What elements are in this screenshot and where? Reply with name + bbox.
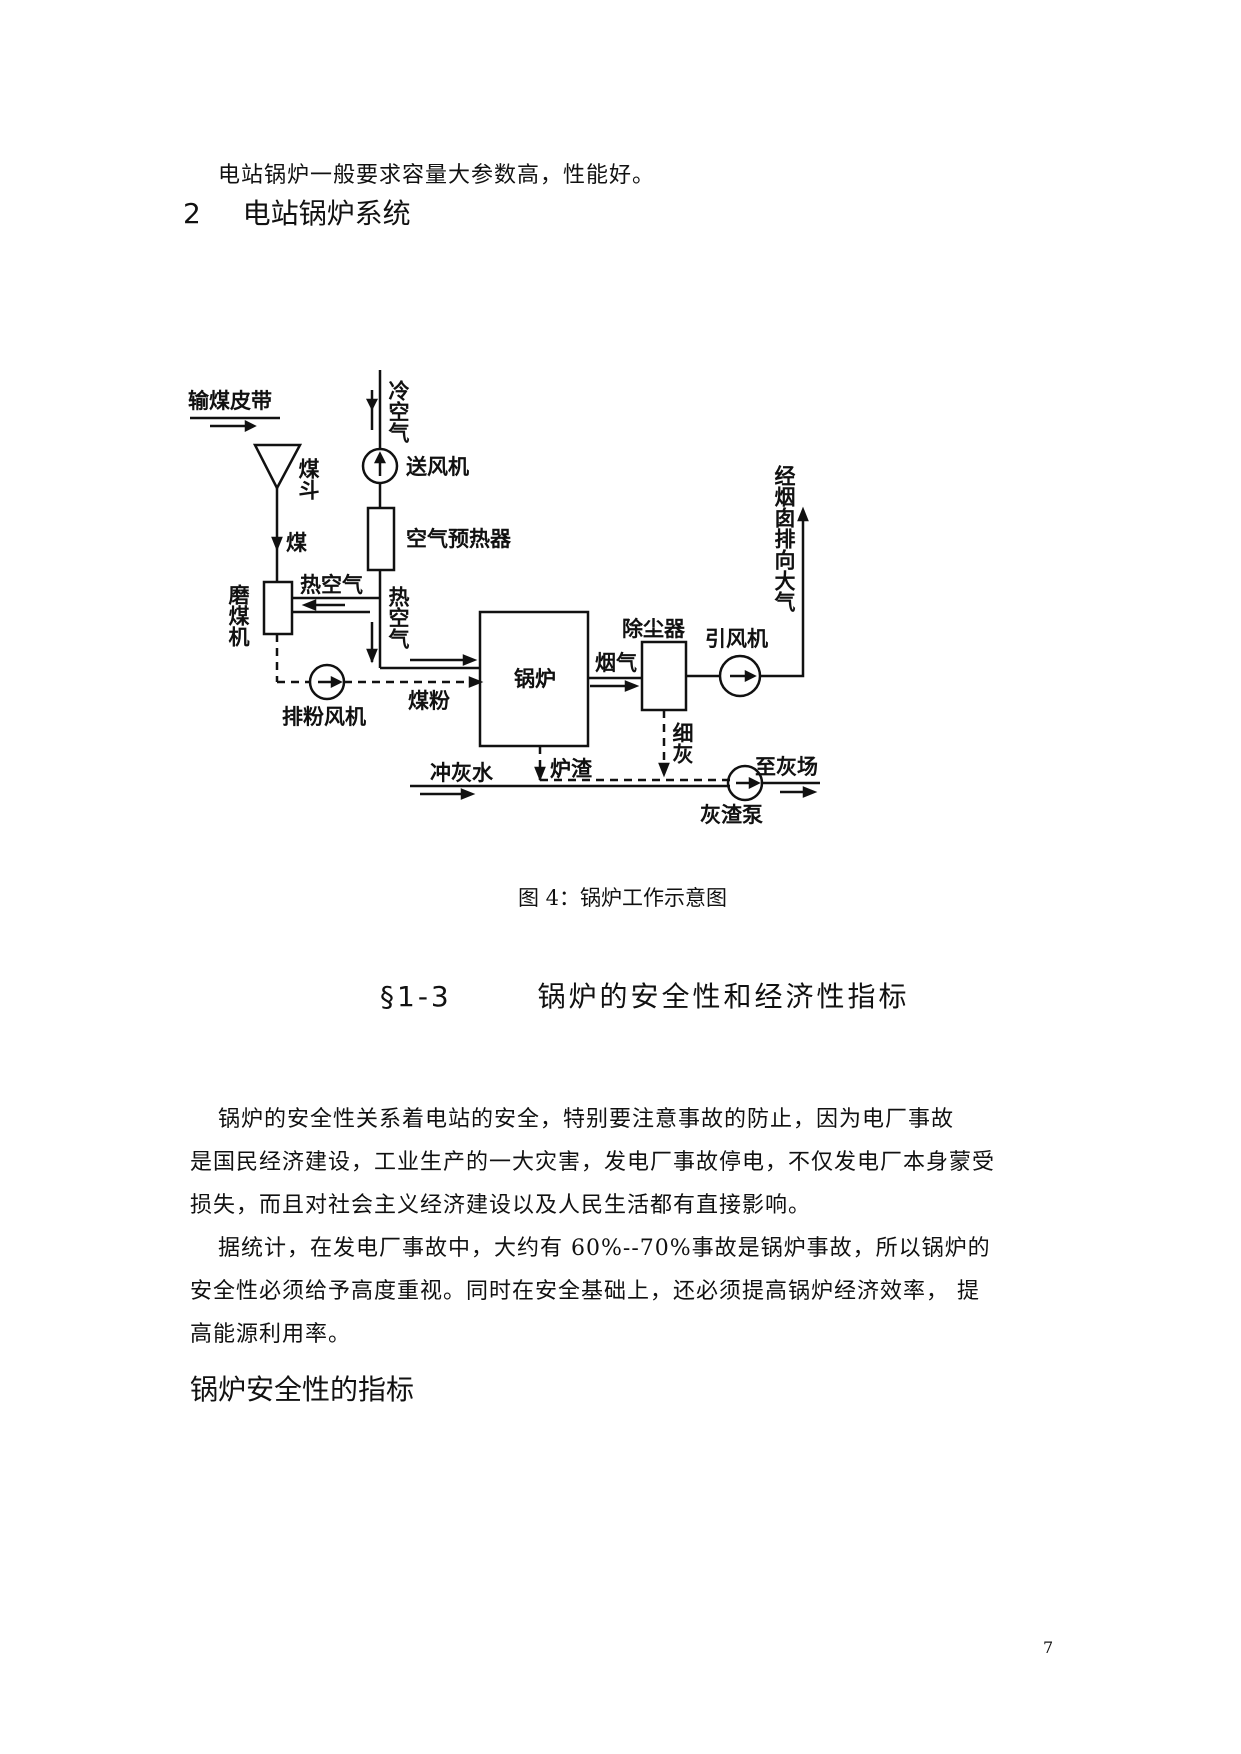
label-hot-air-v: 热空气 <box>386 585 411 649</box>
to-ash-yard-arrowhead <box>802 786 818 798</box>
flush-water-arrowhead <box>460 788 476 800</box>
section-number: 2 <box>183 197 201 230</box>
label-furnace-slag: 炉渣 <box>550 757 593 781</box>
chimney-line <box>760 510 805 678</box>
label-boiler: 锅炉 <box>514 667 556 691</box>
label-pulverized-coal: 煤粉 <box>408 689 450 713</box>
label-coal: 煤 <box>286 531 307 555</box>
label-exhaust-fan: 排粉风机 <box>282 705 366 729</box>
cold-air-arrowhead <box>365 398 379 411</box>
paragraph-1-line-2: 是国民经济建设，工业生产的一大灾害，发电厂事故停电，不仅发电厂本身蒙受 <box>190 1150 996 1175</box>
hot-air-arrowhead <box>301 599 317 611</box>
hot-air-vertical-arrowhead <box>366 648 378 664</box>
label-mill: 磨煤机 <box>226 584 250 648</box>
label-dust-collector: 除尘器 <box>622 617 686 641</box>
label-to-ash-yard: 至灰场 <box>755 755 818 779</box>
label-flush-water: 冲灰水 <box>430 761 494 785</box>
air-preheater-shape <box>366 506 396 572</box>
air-to-boiler-arrowhead <box>462 654 478 666</box>
section-1-3-heading: §1-3 锅炉的安全性和经济性指标 <box>380 975 910 1015</box>
label-coal-belt: 输煤皮带 <box>188 389 272 413</box>
paragraph-2-line-3: 高能源利用率。 <box>190 1322 352 1347</box>
chimney-arrowhead <box>797 506 809 522</box>
pulverized-coal-arrowhead <box>468 676 484 688</box>
page-number: 7 <box>1043 1638 1054 1657</box>
ash-pump-arrowhead <box>748 776 761 790</box>
label-fd-fan: 送风机 <box>406 455 469 479</box>
label-flue-gas: 烟气 <box>595 651 637 675</box>
label-hot-air-h: 热空气 <box>300 573 363 597</box>
paragraph-2-line-1: 据统计，在发电厂事故中，大约有 60%--70%事故是锅炉事故，所以锅炉的 <box>218 1236 991 1261</box>
label-coal-hopper: 煤斗 <box>296 457 320 500</box>
coal-arrowhead <box>271 536 283 552</box>
dust-collector-shape <box>640 640 688 712</box>
label-air-preheater: 空气预热器 <box>406 527 512 551</box>
section-title: 电站锅炉系统 <box>242 197 411 230</box>
paragraph-1-line-1: 锅炉的安全性关系着电站的安全，特别要注意事故的防止，因为电厂事故 <box>218 1107 955 1132</box>
paragraph-1-line-3: 损失，而且对社会主义经济建设以及人民生活都有直接影响。 <box>190 1193 812 1218</box>
section-1-3-number: §1-3 <box>380 980 452 1013</box>
label-ash-pump: 灰渣泵 <box>700 803 763 827</box>
slag-arrowhead <box>534 766 546 782</box>
figure-caption: 图 4：锅炉工作示意图 <box>518 886 728 910</box>
exhaust-fan-arrowhead <box>330 675 343 689</box>
label-chimney: 经烟囱排向大气 <box>772 464 797 612</box>
subheading: 锅炉安全性的指标 <box>190 1373 415 1406</box>
boiler-diagram: 输煤皮带 煤斗 煤 磨煤机 热空气 热空气 冷空气 送风机 空气预热器 锅炉 烟… <box>188 370 820 827</box>
paragraph-2-line-2: 安全性必须给予高度重视。同时在安全基础上，还必须提高锅炉经济效率， 提 <box>190 1279 980 1304</box>
coal-hopper-shape <box>252 443 303 491</box>
label-id-fan: 引风机 <box>705 627 768 651</box>
flue-gas-arrowhead <box>624 680 640 692</box>
label-cold-air: 冷空气 <box>386 379 411 443</box>
fine-ash-arrowhead <box>658 762 670 778</box>
fd-fan-arrowhead <box>373 451 387 464</box>
mill-shape <box>262 580 294 636</box>
section-heading: 2 电站锅炉系统 <box>183 192 411 232</box>
label-fine-ash: 细灰 <box>670 721 694 765</box>
coal-belt-arrowhead <box>244 419 257 433</box>
id-fan-arrowhead <box>744 669 757 683</box>
section-1-3-title: 锅炉的安全性和经济性指标 <box>537 980 910 1013</box>
intro-paragraph: 电站锅炉一般要求容量大参数高，性能好。 <box>218 163 656 188</box>
